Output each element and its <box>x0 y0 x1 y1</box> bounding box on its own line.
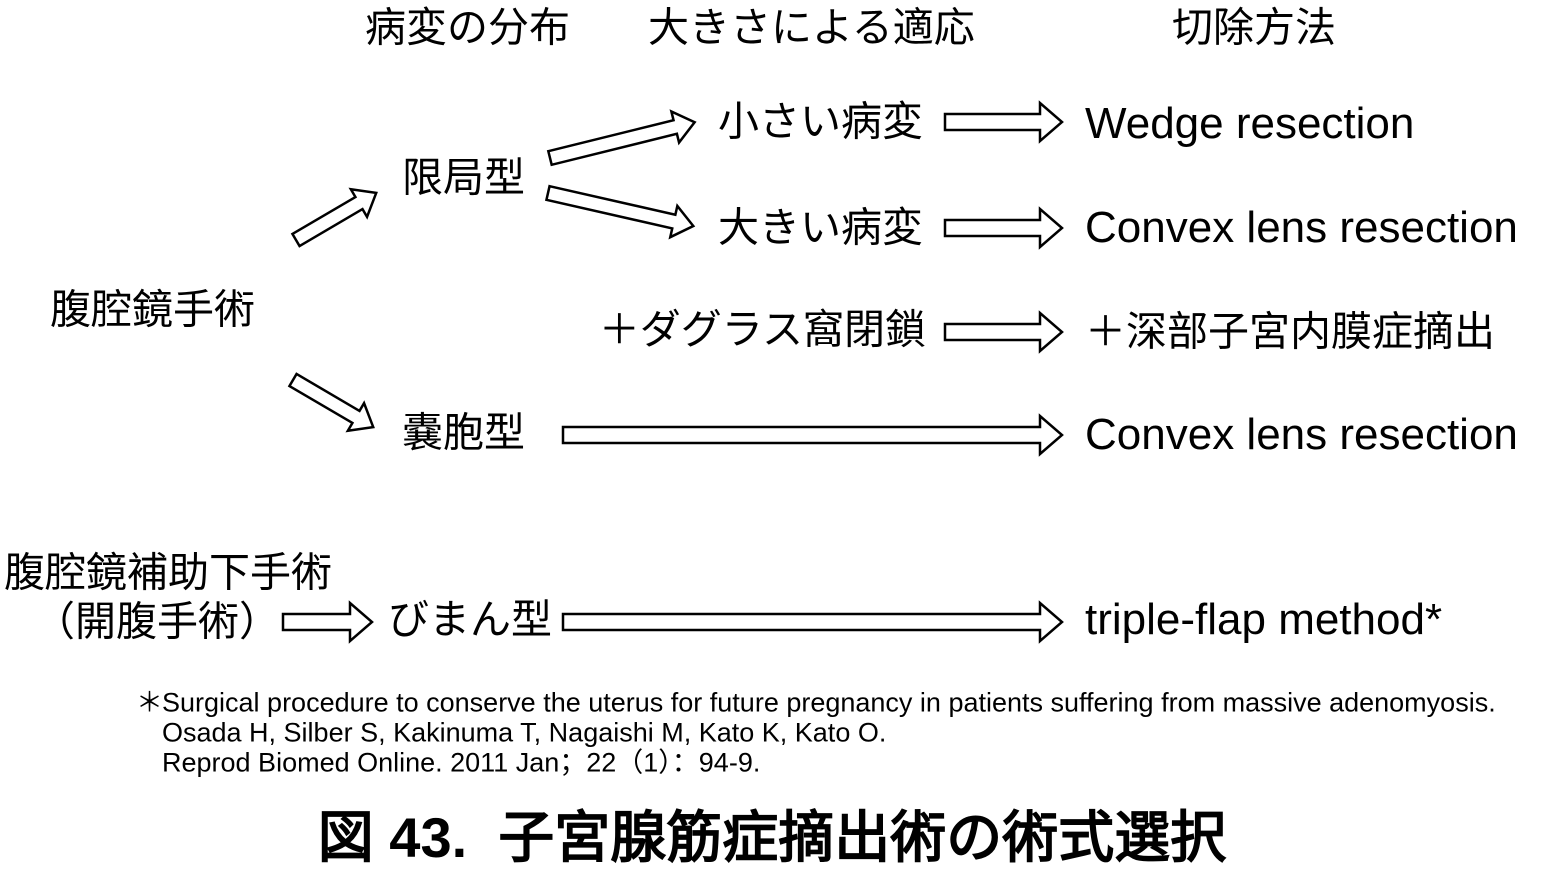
arrow-localized-to-large-lesion <box>544 184 696 240</box>
footnote-line-1: Surgical procedure to conserve the uteru… <box>162 687 1496 718</box>
method-convex-lens-resection-localized: Convex lens resection <box>1085 203 1518 252</box>
node-cystic-type: 嚢胞型 <box>402 409 525 456</box>
node-open-surgery: （開腹手術） <box>34 598 280 645</box>
header-distribution: 病変の分布 <box>365 4 570 51</box>
header-resection-method: 切除方法 <box>1172 4 1336 51</box>
node-large-lesion: 大きい病変 <box>718 204 923 251</box>
node-localized-type: 限局型 <box>402 154 525 201</box>
node-small-lesion: 小さい病変 <box>718 98 923 145</box>
arrow-laparoscopic-to-cystic <box>287 372 375 433</box>
method-triple-flap: triple-flap method* <box>1085 595 1443 644</box>
node-laparoscopic-surgery: 腹腔鏡手術 <box>50 286 255 333</box>
arrow-diffuse-to-triple-flap <box>561 600 1064 644</box>
method-convex-lens-resection-cystic: Convex lens resection <box>1085 410 1518 459</box>
arrow-large-lesion-to-convex <box>943 206 1064 250</box>
header-size-indication: 大きさによる適応 <box>648 4 975 51</box>
arrow-small-lesion-to-wedge <box>943 100 1064 144</box>
footnote-marker: ＊ <box>136 687 163 718</box>
arrow-laparoscopic-to-localized <box>290 187 378 248</box>
method-wedge-resection: Wedge resection <box>1085 99 1415 148</box>
node-diffuse-type: びまん型 <box>388 596 552 643</box>
arrow-open-surgery-to-diffuse <box>281 600 374 644</box>
footnote-line-3: Reprod Biomed Online. 2011 Jan；22（1）：94-… <box>162 747 761 778</box>
arrow-cystic-to-convex <box>561 413 1064 457</box>
figure-caption: 図 43. 子宮腺筋症摘出術の術式選択 <box>317 806 1227 869</box>
method-deep-endometriosis-excision: ＋深部子宮内膜症摘出 <box>1085 308 1495 355</box>
footnote-line-2: Osada H, Silber S, Kakinuma T, Nagaishi … <box>162 717 887 748</box>
node-douglas-closure: ＋ダグラス窩閉鎖 <box>598 306 926 353</box>
node-laparoscopy-assisted-surgery: 腹腔鏡補助下手術 <box>4 549 332 596</box>
arrow-localized-to-small-lesion <box>546 109 697 167</box>
arrow-douglas-to-deep-endometriosis <box>943 310 1064 354</box>
